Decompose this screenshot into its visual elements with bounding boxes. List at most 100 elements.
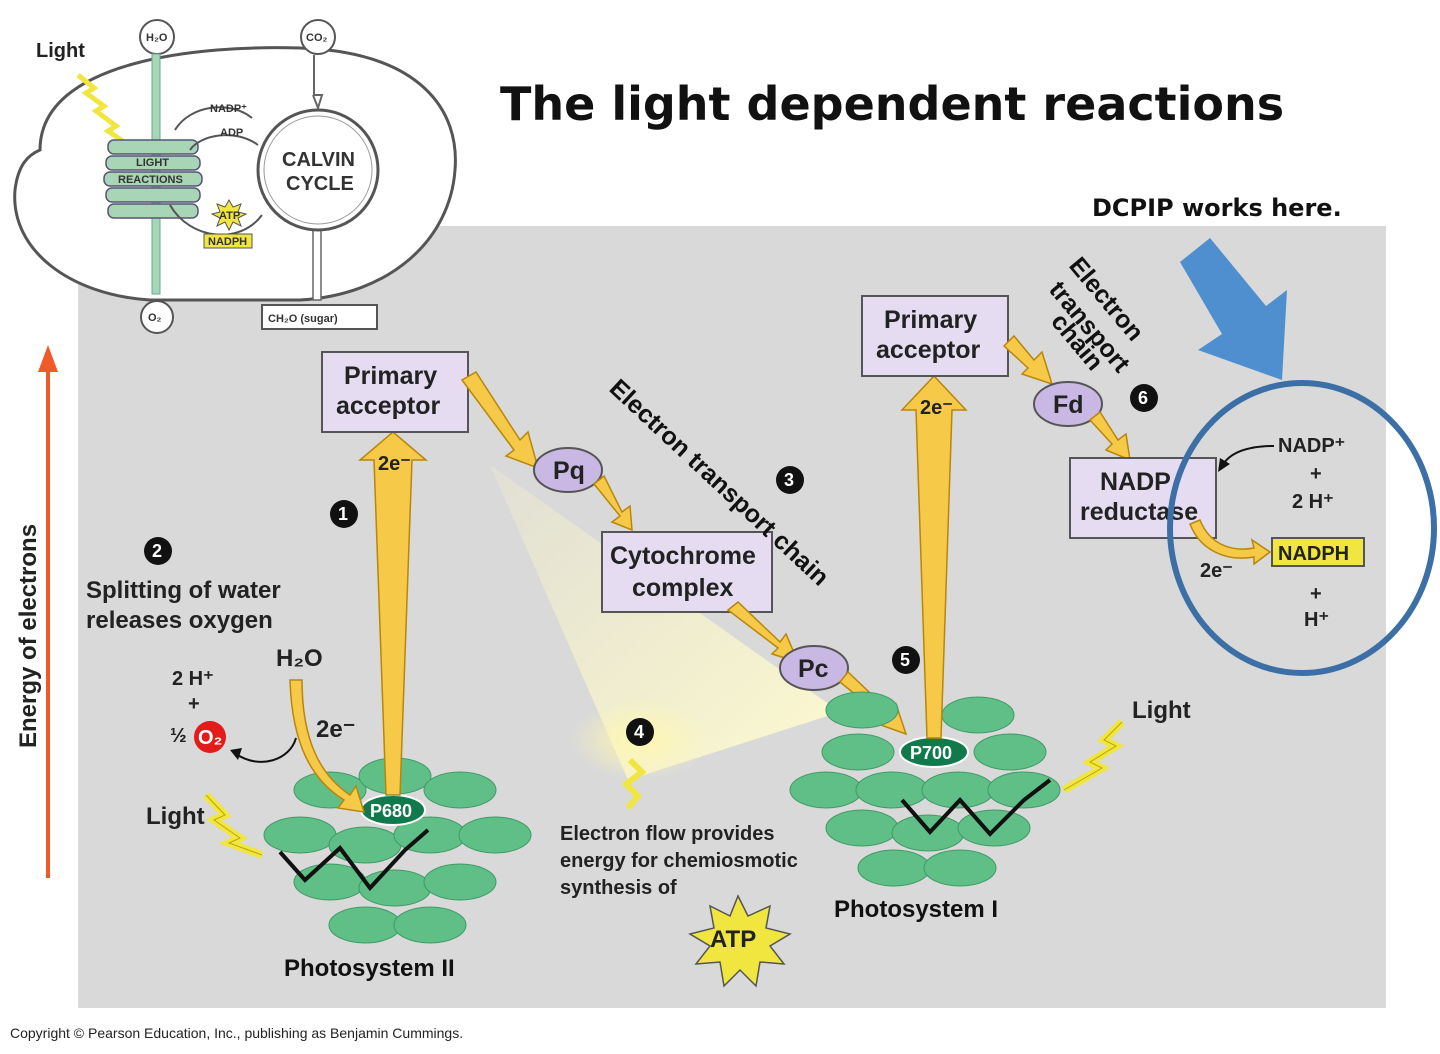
pq-label: Pq <box>553 457 585 485</box>
inset-atp-star <box>210 198 248 232</box>
inset-calvin-1: CALVIN <box>282 149 355 171</box>
electrons-label-1: 2e⁻ <box>378 453 411 475</box>
atp-label: ATP <box>710 926 756 953</box>
inset-adp-arrow <box>189 134 259 151</box>
inset-sugar: CH₂O (sugar) <box>268 313 338 325</box>
plus-label: + <box>188 693 200 715</box>
light-right-label: Light <box>1132 697 1191 724</box>
h-plus-label: H⁺ <box>1304 609 1329 631</box>
pc-carrier <box>779 645 849 691</box>
plus-label-1: + <box>1310 463 1322 485</box>
electrons-label-3: 2e⁻ <box>316 716 355 743</box>
splitting-line-2: releases oxygen <box>86 607 273 634</box>
flow-line-1: Electron flow provides <box>560 823 774 845</box>
inset-light-reactions-2: REACTIONS <box>118 174 183 186</box>
water-to-o2-arrowhead <box>230 748 242 760</box>
step-1: 1 <box>338 504 348 524</box>
inset-calvin-circle <box>256 108 380 232</box>
step-6: 6 <box>1138 388 1148 408</box>
inset-atp: ATP <box>219 210 240 222</box>
inset-o2-node <box>140 300 174 334</box>
etc-arrow-fd-nadp <box>1088 410 1131 462</box>
pc-label: Pc <box>798 655 829 683</box>
page-title: The light dependent reactions <box>500 77 1284 131</box>
h2o-label: H₂O <box>276 645 323 672</box>
water-electron-arrow <box>289 679 366 813</box>
dcpip-note: DCPIP works here. <box>1092 194 1342 222</box>
o2-label: O₂ <box>198 727 222 749</box>
chemiosmotic-glow-beam <box>490 465 840 780</box>
flow-line-3: synthesis of <box>560 877 677 899</box>
nadp-reductase-line2: reductase <box>1080 498 1198 526</box>
two-h-label: 2 H⁺ <box>172 668 214 690</box>
inset-calvin-inner <box>263 115 373 225</box>
step-1-badge <box>330 500 358 528</box>
cytochrome-line1: Cytochrome <box>610 542 756 570</box>
photosystem-i-label: Photosystem I <box>834 896 998 923</box>
inset-co2: CO₂ <box>306 32 328 44</box>
inset-adp: ADP <box>220 127 243 139</box>
light-right-bolt-outline <box>1063 721 1123 791</box>
nadph-label: NADPH <box>1278 543 1349 565</box>
inset-nadp-arrow <box>174 106 253 131</box>
nadp-reductase-line1: NADP <box>1100 468 1171 496</box>
plus-label-2: + <box>1310 583 1322 605</box>
nadp-input-arrowhead <box>1218 458 1230 472</box>
etc-arrow-pq-cyt <box>592 474 633 532</box>
p680-label: P680 <box>370 801 412 821</box>
light-left-bolt-outline <box>205 794 263 856</box>
two-h-right-label: 2 H⁺ <box>1292 491 1334 513</box>
inset-nadph-box <box>203 233 253 249</box>
energy-axis-label: Energy of electrons <box>15 524 42 748</box>
p700-label: P700 <box>910 743 952 763</box>
fd-label: Fd <box>1053 391 1084 419</box>
primary-acceptor-2-line1: Primary <box>884 306 977 334</box>
primary-acceptor-1-line1: Primary <box>344 362 437 390</box>
inset-co2-arrow <box>312 55 324 112</box>
inset-o2: O₂ <box>148 312 162 324</box>
ps1-excitation-path <box>900 778 1052 837</box>
primary-acceptor-2-line2: acceptor <box>876 336 980 364</box>
pq-carrier <box>533 447 603 493</box>
cytochrome-line2: complex <box>632 574 734 602</box>
step-5-badge <box>892 646 920 674</box>
photosystem-i-discs <box>789 691 1061 887</box>
copyright: Copyright © Pearson Education, Inc., pub… <box>10 1025 463 1041</box>
inset-h2o: H₂O <box>146 32 168 44</box>
inset-light-label: Light <box>36 40 85 62</box>
step-2: 2 <box>152 541 162 561</box>
fd-carrier <box>1033 381 1103 427</box>
inset-nadph: NADPH <box>208 236 247 248</box>
primary-acceptor-2 <box>861 295 1009 377</box>
splitting-line-1: Splitting of water <box>86 577 281 604</box>
inset-calvin-2: CYCLE <box>286 173 354 195</box>
electrons-label-2: 2e⁻ <box>920 397 953 419</box>
light-left-label: Light <box>146 803 205 830</box>
step-2-badge <box>144 537 172 565</box>
step-3: 3 <box>784 470 794 490</box>
cytochrome-complex <box>601 531 773 613</box>
nadph-box <box>1271 537 1365 567</box>
step-4-badge <box>626 718 654 746</box>
photosystem-ii-label: Photosystem II <box>284 955 455 982</box>
ps2-excitation-path <box>278 828 430 892</box>
step-6-badge <box>1130 384 1158 412</box>
reaction-panel <box>78 226 1386 1008</box>
inset-light-reactions-1: LIGHT <box>136 157 169 169</box>
etc-arrow-cyt-pc <box>726 601 800 664</box>
o2-molecule <box>194 721 226 753</box>
inset-sugar-box <box>261 304 378 330</box>
half-label: ½ <box>170 725 187 747</box>
electrons-label-4: 2e⁻ <box>1200 560 1233 582</box>
primary-acceptor-1-line2: acceptor <box>336 392 440 420</box>
ps1-excitation-arrow <box>900 374 968 739</box>
step-3-badge <box>776 466 804 494</box>
flow-line-2: energy for chemiosmotic <box>560 850 798 872</box>
nadp-plus-label: NADP⁺ <box>1278 435 1345 457</box>
primary-acceptor-1 <box>321 351 469 433</box>
dcpip-highlight-circle <box>1167 380 1437 676</box>
step-5: 5 <box>900 650 910 670</box>
etc-arrow-acceptor-fd <box>1002 334 1054 386</box>
